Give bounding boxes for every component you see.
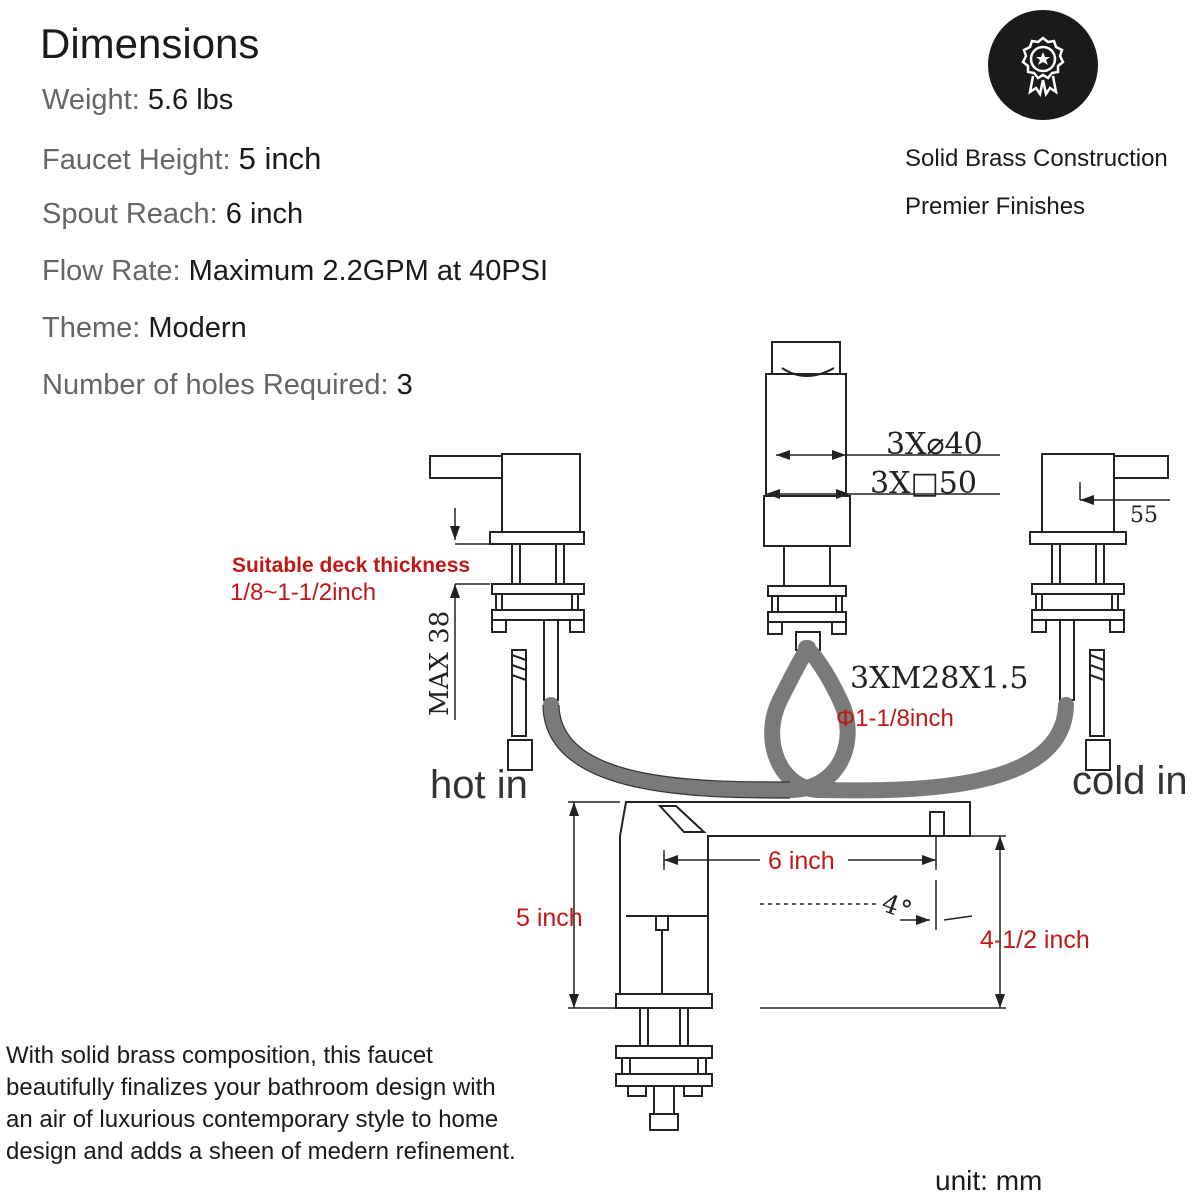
spec-weight: Weight: 5.6 lbs — [42, 84, 233, 117]
spec-label: Weight: — [42, 84, 140, 116]
side-spout — [619, 801, 971, 995]
spec-label: Number of holes Required: — [42, 369, 389, 401]
reach-label: 6 inch — [768, 847, 835, 875]
hot-handle-body — [501, 453, 581, 533]
spec-label: Faucet Height: — [42, 144, 231, 176]
spec-value: Modern — [148, 312, 247, 344]
spec-value: 3 — [396, 369, 413, 401]
spec-value: 5.6 lbs — [147, 84, 234, 116]
feature-finishes: Premier Finishes — [905, 193, 1086, 220]
spec-faucet-height: Faucet Height: 5 inch — [42, 141, 321, 177]
spec-label: Flow Rate: — [42, 255, 181, 287]
hot-in-label: hot in — [430, 763, 528, 807]
spec-holes: Number of holes Required: 3 — [42, 369, 413, 402]
quality-badge — [988, 10, 1098, 120]
height-label: 5 inch — [516, 904, 583, 932]
spec-theme: Theme: Modern — [42, 312, 247, 345]
cold-handle-body — [1041, 453, 1115, 533]
award-seal-icon — [1021, 36, 1065, 98]
spec-value: 6 inch — [225, 198, 304, 230]
max-depth-label: MAX 38 — [425, 611, 455, 716]
dim-diameter-label: 3X⌀40 — [886, 427, 983, 462]
dim-square-label: 3X□50 — [870, 466, 977, 501]
spec-spout-reach: Spout Reach: 6 inch — [42, 198, 303, 231]
spec-flow-rate: Flow Rate: Maximum 2.2GPM at 40PSI — [42, 255, 548, 288]
hose-diameter-label: Φ1-1/8inch — [836, 705, 954, 732]
hot-handle-lever — [429, 455, 503, 479]
cold-in-label: cold in — [1072, 759, 1188, 803]
spec-value: Maximum 2.2GPM at 40PSI — [188, 255, 549, 287]
spout-height-label: 4-1/2 inch — [980, 926, 1090, 954]
deck-thickness-range: 1/8~1-1/2inch — [230, 579, 376, 606]
spec-label: Theme: — [42, 312, 141, 344]
feature-solid-brass: Solid Brass Construction — [905, 145, 1168, 172]
spec-label: Spout Reach: — [42, 198, 218, 230]
unit-label: unit: mm — [935, 1165, 1043, 1196]
angle-label: 4° — [878, 888, 916, 926]
product-description: With solid brass composition, this fauce… — [6, 1042, 516, 1165]
dim-55-label: 55 — [1130, 503, 1158, 528]
page-title: Dimensions — [40, 20, 260, 67]
cold-handle-lever — [1113, 455, 1169, 479]
hose-lines — [543, 640, 1074, 799]
spec-value: 5 inch — [238, 141, 322, 176]
deck-thickness-title: Suitable deck thickness — [232, 554, 470, 577]
thread-spec-label: 3XM28X1.5 — [850, 661, 1028, 696]
